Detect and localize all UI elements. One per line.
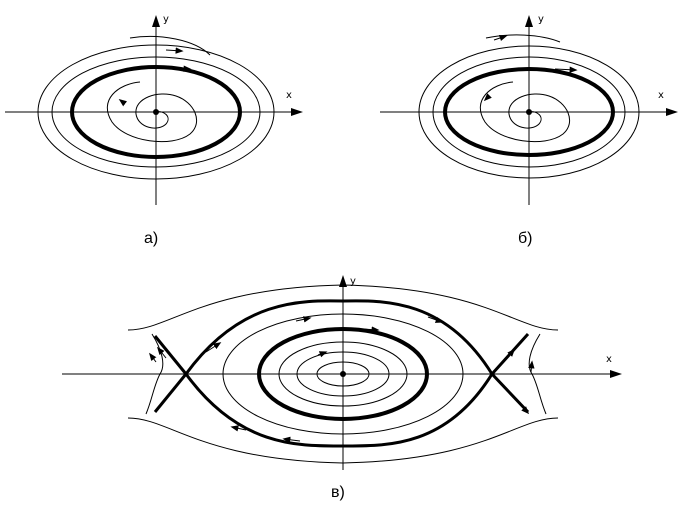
outer-trajectory-arc	[129, 35, 211, 56]
flow-arrow-icon	[361, 326, 380, 333]
flow-arrow-icon	[282, 436, 301, 443]
closed-trajectory	[278, 341, 408, 407]
flow-arrow-icon	[205, 342, 222, 353]
inner-spiral	[479, 81, 570, 143]
lower-separatrix	[184, 373, 494, 448]
y-axis-label: y	[163, 14, 169, 25]
closed-trajectory	[316, 361, 370, 387]
separatrix-branch	[490, 372, 530, 414]
flow-arrow-icon	[504, 348, 516, 361]
x-axis-arrow-icon	[291, 108, 303, 116]
limit-cycle	[443, 67, 615, 157]
flow-arrow-icon	[149, 352, 157, 363]
flow-arrow-icon	[317, 351, 328, 358]
right-trajectory	[528, 333, 547, 415]
x-axis-arrow-icon	[666, 108, 678, 116]
panel-b: x y б)	[380, 14, 678, 247]
equilibrium-point	[526, 109, 532, 115]
x-axis-label: x	[606, 354, 612, 365]
separatrix-branch	[153, 335, 188, 375]
outer-trajectory	[418, 45, 640, 179]
flow-arrow-icon	[513, 397, 530, 415]
outer-trajectory	[432, 56, 626, 168]
flow-arrow-icon	[554, 66, 578, 73]
outer-trajectory	[51, 56, 261, 168]
upper-separatrix	[184, 299, 494, 375]
x-axis-label: x	[286, 90, 292, 101]
separatrix-branch	[153, 373, 188, 413]
panel-caption: а)	[144, 230, 158, 247]
limit-cycle	[70, 65, 242, 159]
flow-arrow-icon	[493, 34, 508, 42]
panel-caption: б)	[518, 230, 533, 247]
flow-arrow-icon	[157, 346, 167, 359]
y-axis-label: y	[350, 276, 356, 287]
equilibrium-point	[340, 371, 346, 377]
closed-trajectory	[222, 313, 464, 435]
limit-cycle	[257, 327, 429, 421]
inner-spiral	[106, 81, 197, 143]
y-axis-label: y	[538, 14, 544, 25]
closed-trajectory	[296, 351, 390, 397]
y-axis-arrow-icon	[339, 275, 347, 287]
outer-trajectory	[127, 284, 559, 331]
flow-arrow-icon	[169, 65, 192, 72]
flow-arrow-icon	[230, 425, 247, 432]
flow-arrow-icon	[118, 99, 128, 107]
outer-trajectory-arc	[485, 34, 561, 43]
outer-trajectory	[37, 44, 275, 180]
flow-arrow-icon	[295, 316, 312, 323]
x-axis-arrow-icon	[610, 370, 622, 378]
y-axis-arrow-icon	[152, 15, 160, 27]
flow-arrow-icon	[165, 47, 184, 54]
x-axis-label: x	[658, 90, 664, 101]
equilibrium-point	[153, 109, 159, 115]
outer-trajectory	[127, 417, 559, 464]
y-axis-arrow-icon	[525, 15, 533, 27]
panel-c: x y в)	[62, 275, 622, 501]
flow-arrow-icon	[483, 93, 492, 102]
panel-caption: в)	[331, 484, 345, 501]
panel-a: x y а)	[5, 14, 303, 247]
flow-arrow-icon	[528, 360, 535, 373]
